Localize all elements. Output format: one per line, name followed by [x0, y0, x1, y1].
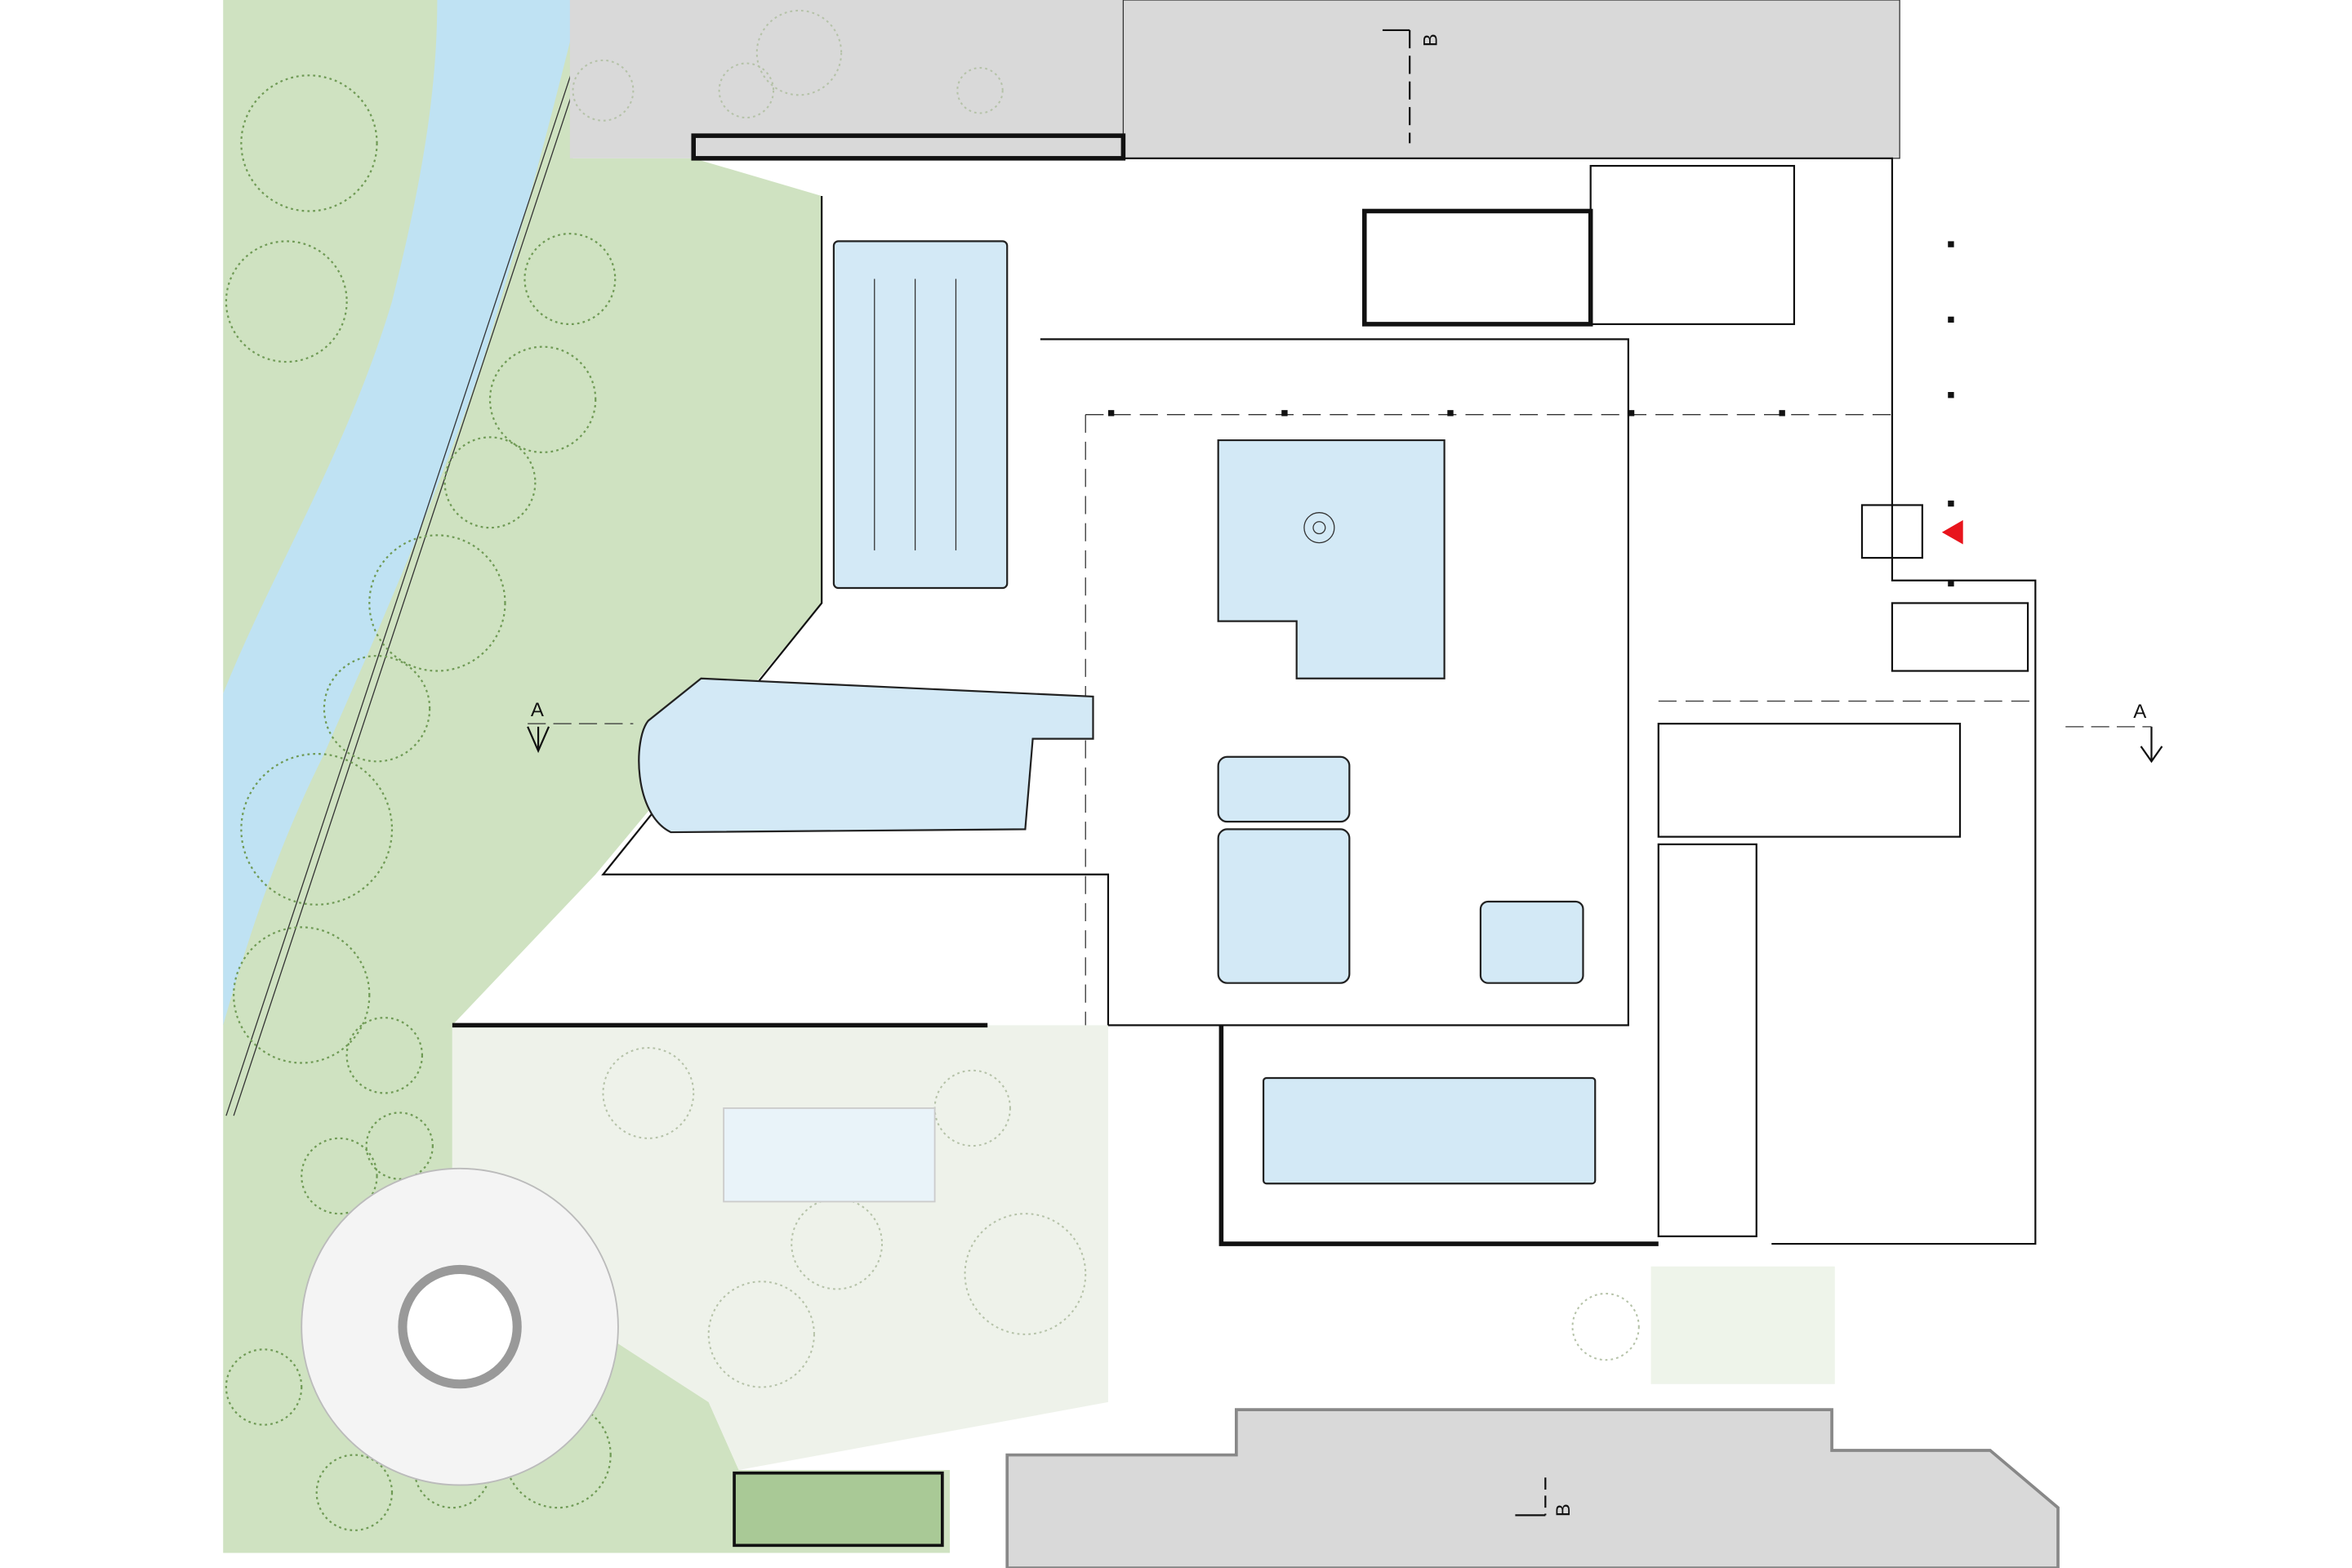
column-grid	[1107, 241, 1954, 587]
landscape-lower-fade	[452, 1025, 1108, 1470]
tree-icon	[488, 345, 597, 453]
river	[223, 0, 581, 1026]
section-marker-b-south: B	[1515, 1477, 1575, 1517]
tree-icon	[964, 1213, 1087, 1335]
tree-icon	[240, 752, 394, 906]
neighbor-building-bottom	[1005, 1408, 2060, 1568]
round-pool	[398, 1264, 522, 1389]
section-label: A	[2133, 701, 2146, 723]
tree-icon	[572, 59, 635, 122]
tree-icon	[315, 1454, 394, 1531]
planter	[733, 1471, 944, 1548]
tree-icon	[301, 1137, 378, 1215]
tree-icon	[240, 74, 378, 212]
tree-icon	[707, 1281, 815, 1388]
whirlpool-a	[1217, 755, 1351, 823]
tree-icon	[233, 926, 371, 1064]
tree-icon	[443, 436, 537, 529]
outdoor-pool	[723, 1107, 936, 1203]
lagoon-pool	[638, 677, 1094, 834]
lap-pool	[832, 240, 1009, 590]
neighbor-building-top	[569, 0, 1900, 158]
tree-icon	[1571, 1292, 1640, 1361]
whirlpool-b	[1217, 828, 1351, 984]
section-marker-b-north: B	[1382, 29, 1441, 144]
tree-icon	[225, 1348, 303, 1426]
indoor-pool-south	[1262, 1076, 1597, 1185]
entrance-triangle-icon	[1941, 519, 1963, 545]
section-label: B	[1419, 33, 1441, 47]
main-leisure-pool	[1217, 439, 1446, 679]
tree-icon	[225, 240, 348, 363]
tree-icon	[718, 62, 775, 119]
tree-icon	[365, 1111, 434, 1180]
tree-icon	[368, 534, 506, 672]
section-marker-a-west: A	[527, 699, 634, 754]
section-label: B	[1552, 1503, 1575, 1517]
tree-icon	[323, 654, 431, 763]
tree-icon	[504, 1401, 612, 1509]
tree-icon	[345, 1017, 424, 1094]
small-pool	[1479, 900, 1584, 984]
tree-icon	[755, 9, 843, 96]
section-label: A	[531, 699, 544, 721]
tree-icon	[602, 1047, 695, 1139]
section-marker-a-east: A	[2065, 701, 2163, 764]
landscape-patch	[1650, 1266, 1835, 1384]
tree-icon	[956, 67, 1004, 114]
tree-icon	[523, 233, 617, 326]
